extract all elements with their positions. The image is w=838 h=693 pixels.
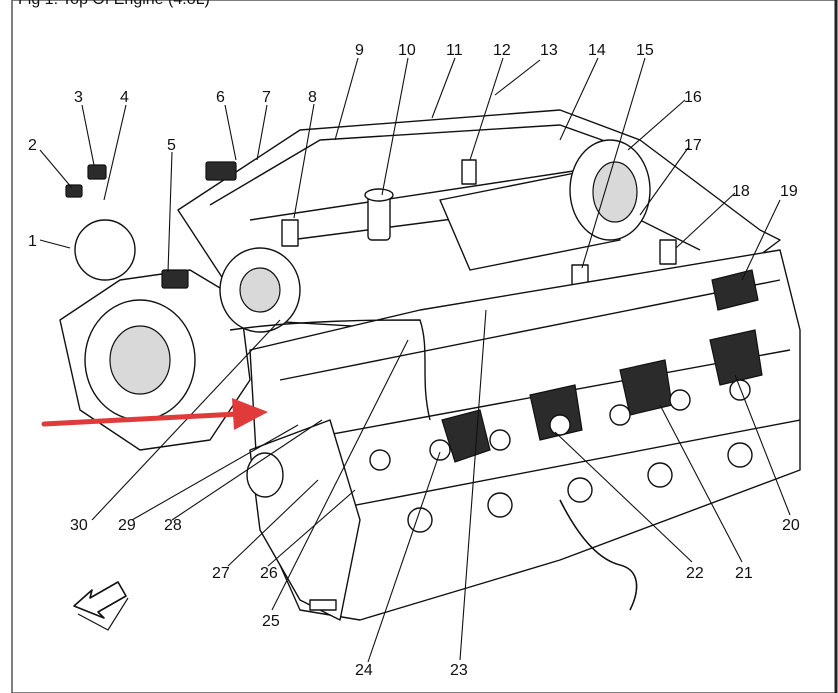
callout-17: 17 <box>684 137 702 154</box>
callout-15: 15 <box>636 42 654 59</box>
callout-9: 9 <box>355 42 364 59</box>
callout-28: 28 <box>164 517 182 534</box>
callout-8: 8 <box>308 89 317 106</box>
callout-14: 14 <box>588 42 606 59</box>
callout-13: 13 <box>540 42 558 59</box>
callout-19: 19 <box>780 183 798 200</box>
callout-20: 20 <box>782 517 800 534</box>
callout-27: 27 <box>212 565 230 582</box>
callout-16: 16 <box>684 89 702 106</box>
callout-5: 5 <box>167 137 176 154</box>
callout-25: 25 <box>262 613 280 630</box>
callout-22: 22 <box>686 565 704 582</box>
engine-illustration <box>59 109 801 621</box>
callout-24: 24 <box>355 662 373 679</box>
callout-23: 23 <box>450 662 468 679</box>
callout-4: 4 <box>120 89 129 106</box>
callout-2: 2 <box>28 137 37 154</box>
callout-6: 6 <box>216 89 225 106</box>
red-pointer-arrow-icon <box>41 398 268 430</box>
callout-1: 1 <box>28 233 37 250</box>
callout-26: 26 <box>260 565 278 582</box>
callout-30: 30 <box>70 517 88 534</box>
callout-12: 12 <box>493 42 511 59</box>
callout-21: 21 <box>735 565 753 582</box>
callout-10: 10 <box>398 42 416 59</box>
callout-7: 7 <box>262 89 271 106</box>
callout-3: 3 <box>74 89 83 106</box>
front-direction-arrow-icon <box>73 581 129 631</box>
callout-18: 18 <box>732 183 750 200</box>
callout-labels: 1 2 3 4 5 6 7 8 9 10 11 12 13 14 15 16 1… <box>28 42 800 679</box>
leader-lines <box>39 57 791 663</box>
callout-11: 11 <box>446 42 463 59</box>
header-caption: Fig 1: Top Of Engine (4.8L) <box>18 0 210 8</box>
callout-29: 29 <box>118 517 136 534</box>
